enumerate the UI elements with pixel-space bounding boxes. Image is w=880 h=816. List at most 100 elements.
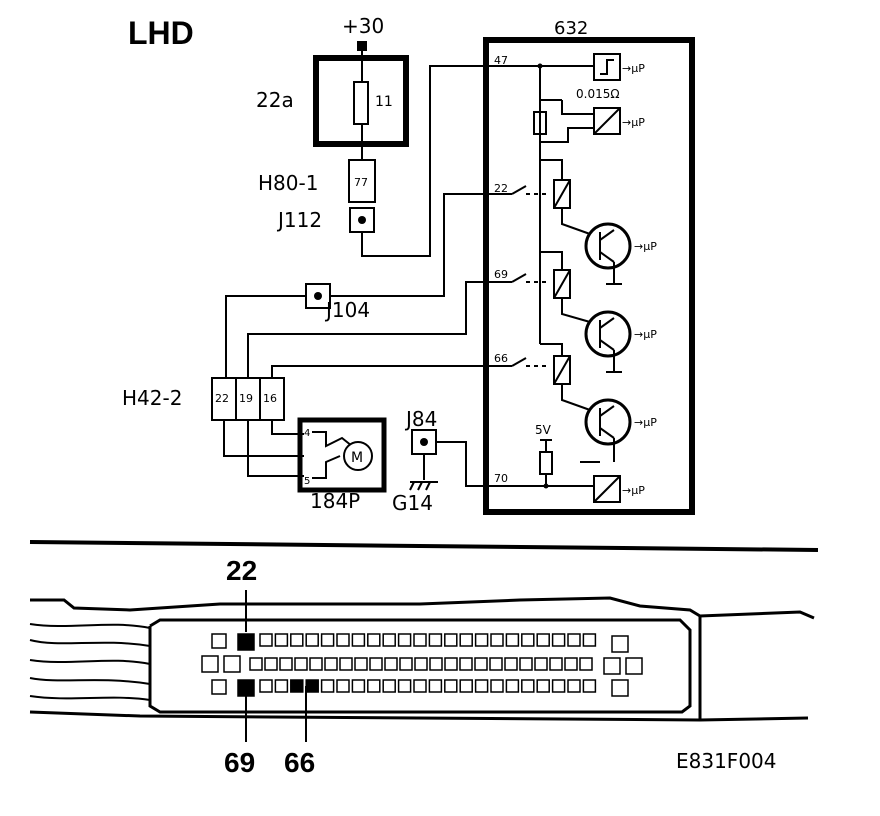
connector-pin bbox=[444, 657, 458, 671]
motor-symbol: M bbox=[351, 450, 363, 466]
figure-code: E831F004 bbox=[676, 749, 777, 773]
motor-label: 184P bbox=[310, 489, 360, 513]
connector-pin-highlighted bbox=[237, 679, 255, 697]
connector-pin bbox=[351, 679, 366, 693]
connector-pin bbox=[259, 679, 273, 693]
connector-pin bbox=[274, 679, 289, 693]
connector-pin bbox=[336, 679, 350, 693]
connector-pin bbox=[474, 679, 489, 693]
supply-terminal bbox=[357, 41, 367, 51]
connector-pin bbox=[367, 679, 381, 693]
h42-pin-22: 22 bbox=[215, 392, 229, 405]
connector-pin bbox=[211, 679, 227, 695]
schmitt-trigger-icon bbox=[593, 53, 621, 81]
connector-pin bbox=[489, 657, 503, 671]
connector-face-view bbox=[29, 596, 815, 722]
connector-pin bbox=[534, 657, 548, 671]
ecu-pin-69: 69 bbox=[494, 268, 508, 281]
connector-pin bbox=[397, 679, 412, 693]
connector-pin bbox=[536, 679, 550, 693]
connector-pin bbox=[339, 657, 353, 671]
connector-pin bbox=[603, 657, 621, 675]
connector-pin bbox=[459, 633, 473, 647]
motor-184p: 4 5 M bbox=[297, 417, 387, 493]
connector-pin bbox=[490, 679, 504, 693]
connector-pin bbox=[611, 635, 629, 653]
connector-pin bbox=[521, 679, 535, 693]
transistor-icon bbox=[584, 398, 632, 446]
h80-label: H80-1 bbox=[258, 171, 318, 195]
connector-pin bbox=[382, 679, 396, 693]
h42-pin-19: 19 bbox=[239, 392, 253, 405]
motor-icon bbox=[343, 441, 373, 471]
connector-pin bbox=[274, 633, 289, 647]
connector-pin bbox=[567, 633, 581, 647]
connector-pin bbox=[521, 633, 535, 647]
connector-pin bbox=[211, 633, 227, 649]
j112-label: J112 bbox=[276, 208, 322, 232]
pin-callout-22: 22 bbox=[226, 555, 257, 586]
resistor-icon bbox=[533, 111, 547, 135]
connector-pin bbox=[382, 633, 396, 647]
connector-pin bbox=[549, 657, 563, 671]
connector-pin bbox=[505, 679, 520, 693]
connector-pin bbox=[611, 679, 629, 697]
j84-label: J84 bbox=[404, 407, 437, 431]
connector-pin bbox=[201, 655, 219, 673]
connector-pin bbox=[279, 657, 293, 671]
connector-pin bbox=[564, 657, 578, 671]
connector-pin bbox=[413, 633, 427, 647]
h42-pin-16: 16 bbox=[263, 392, 277, 405]
fuse-box-label: 22a bbox=[256, 88, 294, 112]
connector-pin bbox=[505, 633, 520, 647]
fuse-number: 11 bbox=[375, 94, 393, 110]
fuse-box-22a: 11 bbox=[313, 55, 409, 147]
fuse-icon bbox=[353, 81, 369, 125]
connector-pin bbox=[579, 657, 593, 671]
connector-housing-hatch bbox=[29, 623, 151, 701]
connector-pin bbox=[504, 657, 518, 671]
connector-pin bbox=[264, 657, 278, 671]
ad-output-2: →μP bbox=[622, 484, 645, 497]
connector-pin bbox=[399, 657, 413, 671]
connector-pin bbox=[369, 657, 383, 671]
connector-pin bbox=[444, 633, 458, 647]
resistor-value: 0.015Ω bbox=[576, 87, 620, 101]
transistor-icon bbox=[584, 222, 632, 270]
connector-pin bbox=[551, 633, 566, 647]
pin-grid bbox=[201, 633, 643, 697]
connector-pin bbox=[536, 633, 550, 647]
ecu-632: 47 22 69 66 70 →μP 0.015Ω →μP bbox=[483, 37, 695, 515]
connector-pin bbox=[519, 657, 533, 671]
connector-pin bbox=[474, 657, 488, 671]
connector-pin bbox=[397, 633, 412, 647]
h42-connector: 22 19 16 bbox=[211, 377, 285, 421]
connector-pin bbox=[367, 633, 381, 647]
pin-callout-66: 66 bbox=[284, 747, 315, 778]
ad-output-1: →μP bbox=[622, 116, 645, 129]
connector-pin bbox=[309, 657, 323, 671]
connector-pin bbox=[384, 657, 398, 671]
supply-5v: 5V bbox=[535, 423, 552, 437]
ad-converter-icon bbox=[593, 475, 621, 503]
connector-pin bbox=[490, 633, 504, 647]
connector-pin bbox=[444, 679, 458, 693]
h80-connector bbox=[348, 159, 376, 203]
ground-icon bbox=[409, 481, 438, 491]
ecu-label: 632 bbox=[554, 18, 588, 39]
connector-pin bbox=[413, 679, 427, 693]
connector-pin bbox=[625, 657, 643, 675]
connector-pin bbox=[567, 679, 581, 693]
connector-pin bbox=[320, 633, 335, 647]
transistor-output-1: →μP bbox=[634, 240, 657, 253]
connector-pin-highlighted bbox=[305, 679, 319, 693]
ecu-pin-70: 70 bbox=[494, 472, 508, 485]
connector-pin bbox=[459, 657, 473, 671]
connector-pin bbox=[259, 633, 273, 647]
connector-pin bbox=[474, 633, 489, 647]
h42-label: H42-2 bbox=[122, 386, 182, 410]
motor-pin-bottom: 5 bbox=[304, 476, 310, 487]
connector-pin bbox=[305, 633, 319, 647]
connector-pin bbox=[351, 633, 366, 647]
transistor-output-3: →μP bbox=[634, 416, 657, 429]
